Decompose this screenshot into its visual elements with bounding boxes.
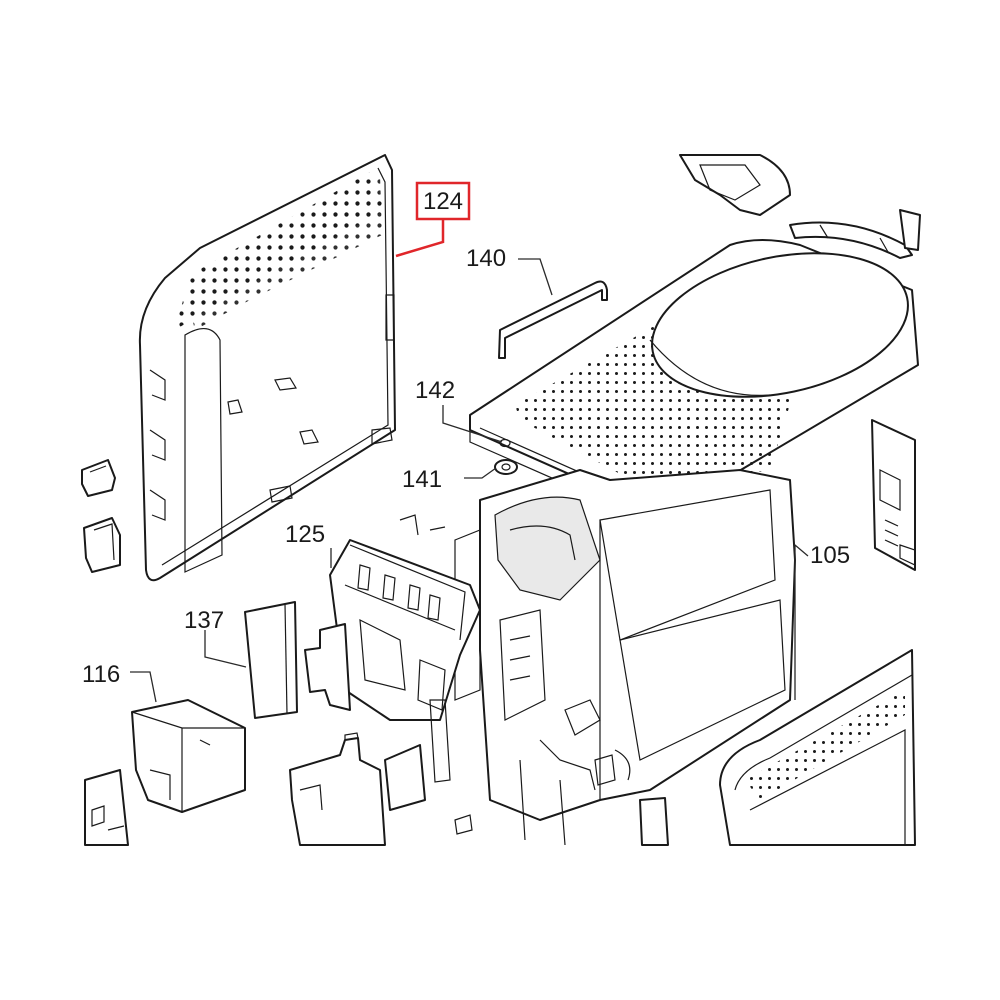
right-pcb xyxy=(871,419,916,571)
part-142-washer xyxy=(499,438,511,448)
callout-116: 116 xyxy=(82,661,120,688)
callout-125: 125 xyxy=(285,521,325,548)
top-cover-plate xyxy=(469,239,919,523)
part-141-nut xyxy=(494,459,518,475)
part-125-bracket xyxy=(329,514,481,721)
leader-141 xyxy=(464,467,497,479)
leader-116 xyxy=(130,671,157,703)
small-clips xyxy=(81,459,121,573)
upper-funnel-parts xyxy=(679,154,921,259)
callout-137: 137 xyxy=(184,607,224,634)
callout-141: 141 xyxy=(402,466,442,493)
leader-142 xyxy=(442,405,503,443)
part-140-handle xyxy=(498,280,608,359)
callout-labels: 124 140 142 141 125 105 137 116 xyxy=(82,188,850,688)
part-105-chassis xyxy=(454,469,796,846)
part-116-container xyxy=(131,699,246,813)
leader-lines xyxy=(130,219,809,703)
part-137-plate xyxy=(244,601,351,719)
callout-124-box xyxy=(415,181,471,221)
callout-142: 142 xyxy=(415,377,455,404)
callout-140: 140 xyxy=(466,245,506,272)
leader-124 xyxy=(395,219,445,258)
leader-137 xyxy=(204,630,247,668)
callout-105: 105 xyxy=(810,542,850,569)
part-124-side-panel xyxy=(138,154,396,582)
leader-105 xyxy=(794,543,809,700)
lower-center-parts xyxy=(289,699,473,846)
callout-124: 124 xyxy=(423,188,463,215)
lower-left-housing xyxy=(84,769,129,846)
leader-140 xyxy=(518,258,553,296)
lower-right-panel xyxy=(639,649,916,846)
